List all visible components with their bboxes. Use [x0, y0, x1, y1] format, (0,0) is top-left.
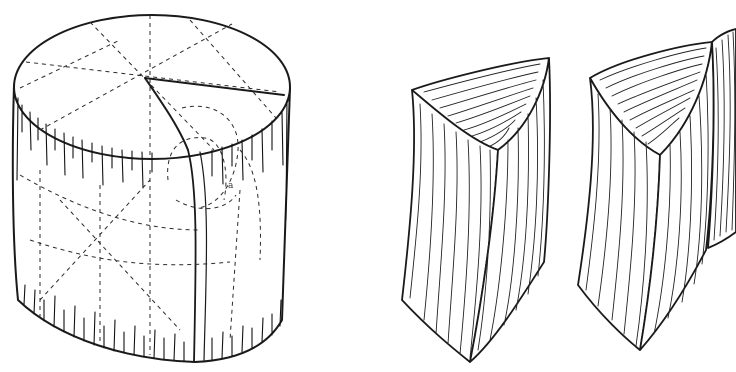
- log-round: a: [13, 15, 290, 362]
- split-wedge-middle: [578, 42, 714, 350]
- split-wedge-front: [402, 58, 550, 362]
- mark-a: a: [228, 181, 234, 191]
